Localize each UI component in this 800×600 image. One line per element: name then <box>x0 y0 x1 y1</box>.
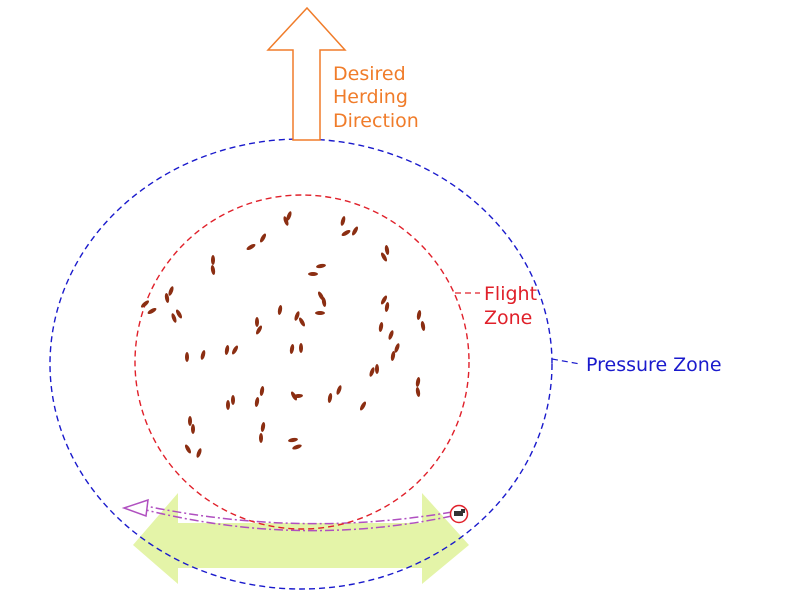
cow-icon <box>200 350 206 360</box>
cow-icon <box>292 444 302 450</box>
cow-icon <box>188 416 192 426</box>
cow-icon <box>384 302 390 312</box>
cow-icon <box>420 321 426 331</box>
cow-icon <box>231 345 239 355</box>
cow-icon <box>316 263 326 269</box>
cow-icon <box>340 216 346 226</box>
cow-icon <box>299 343 303 353</box>
cow-icon <box>260 422 266 432</box>
cow-icon <box>394 343 400 353</box>
cow-icon <box>246 243 256 251</box>
cow-icon <box>255 325 263 335</box>
cow-icon <box>168 286 174 296</box>
cow-icon <box>388 330 394 340</box>
cow-icon <box>286 211 292 221</box>
cow-icon <box>185 352 189 362</box>
cow-icon <box>415 387 421 397</box>
cow-icon <box>259 433 263 443</box>
cow-icon <box>380 295 388 305</box>
cow-icon <box>231 395 235 405</box>
cow-icon <box>277 305 283 315</box>
flight-zone-circle <box>134 194 470 530</box>
herding-label-line1: Desired <box>333 63 406 85</box>
cow-icon <box>351 226 359 236</box>
cow-icon <box>375 364 379 374</box>
cow-icon <box>390 351 396 361</box>
pressure-zone-circle <box>49 138 553 590</box>
cow-icon <box>341 229 351 237</box>
cow-icon <box>288 437 298 443</box>
cow-icon <box>359 401 367 411</box>
cow-icon <box>283 216 289 226</box>
cow-icon <box>171 313 177 323</box>
handler-head <box>461 509 465 513</box>
handler-path-inner <box>145 505 453 525</box>
sweep-double-arrow <box>133 493 469 584</box>
pressure-zone-label: Pressure Zone <box>586 354 722 376</box>
handler[interactable] <box>449 504 469 524</box>
herding-direction-arrow-icon <box>266 6 347 141</box>
cow-icon <box>210 265 216 275</box>
cow-icon <box>321 297 327 307</box>
cow-icon <box>254 397 260 407</box>
pressure-zone-leader <box>551 358 581 365</box>
herd <box>140 211 426 458</box>
cow-icon <box>259 233 267 243</box>
cow-icon <box>164 293 170 303</box>
cow-icon <box>327 393 333 403</box>
cow-icon <box>289 344 295 354</box>
cow-icon <box>191 424 195 434</box>
cow-icon <box>416 310 422 320</box>
handler-body <box>454 511 463 516</box>
cow-icon <box>298 317 306 327</box>
cow-icon <box>369 367 375 377</box>
herding-label-line2: Herding <box>333 86 408 108</box>
handler-path-outer <box>145 509 453 532</box>
cow-icon <box>308 272 318 276</box>
cow-icon <box>196 448 202 458</box>
cow-icon <box>293 393 303 399</box>
cow-icon <box>224 345 230 355</box>
cow-icon <box>184 444 192 454</box>
cow-icon <box>378 322 384 332</box>
cow-icon <box>294 311 300 321</box>
cow-icon <box>175 309 183 319</box>
cow-icon <box>336 385 342 395</box>
herding-label-line3: Direction <box>333 110 419 132</box>
flight-zone-label-line1: Flight <box>484 283 537 305</box>
cow-icon <box>384 245 390 255</box>
cow-icon <box>259 386 265 396</box>
cow-icon <box>415 377 421 387</box>
cow-icon <box>140 300 150 308</box>
cow-icon <box>226 400 230 410</box>
cow-icon <box>211 255 215 265</box>
cow-icon <box>147 307 157 315</box>
cow-icon <box>255 317 259 327</box>
cow-icon <box>380 252 388 262</box>
handler-path-arrowhead <box>121 498 149 518</box>
flight-zone-label-line2: Zone <box>484 307 532 329</box>
cow-icon <box>315 311 325 315</box>
